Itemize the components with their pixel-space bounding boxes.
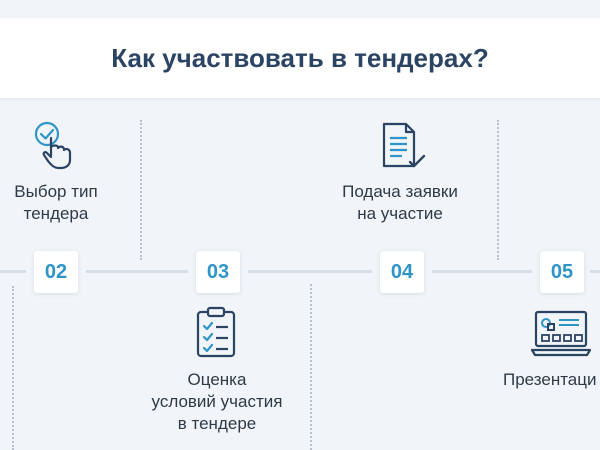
timeline-segment [432, 270, 532, 273]
timeline-segment [590, 270, 600, 273]
step-label-03: Оценка условий участия в тендере [136, 369, 298, 435]
step-label-04: Подача заявки на участие [328, 181, 472, 225]
timeline-segment [248, 270, 372, 273]
timeline-segment [0, 270, 26, 273]
step-label-02: Выбор тип тендера [2, 181, 110, 225]
step-badge-05: 05 [540, 251, 584, 293]
step-badge-02: 02 [34, 251, 78, 293]
step-label-line: Подача заявки [342, 182, 458, 201]
step-badge-03: 03 [196, 251, 240, 293]
timeline-segment [86, 270, 188, 273]
header-bar: Как участвовать в тендерах? [0, 18, 600, 98]
connector-line [12, 286, 14, 450]
connector-line [497, 120, 499, 260]
cursor-click-icon [34, 121, 72, 170]
step-label-line: тендера [23, 204, 89, 223]
page-title: Как участвовать в тендерах? [111, 43, 489, 73]
step-badge-04: 04 [380, 251, 424, 293]
checklist-clipboard-icon [196, 306, 236, 358]
document-check-icon [382, 122, 426, 168]
step-label-line: Презентаци [503, 370, 597, 389]
step-label-line: в тендере [177, 414, 257, 433]
presentation-laptop-icon [530, 310, 592, 357]
step-label-line: Оценка [187, 370, 247, 389]
step-label-line: Выбор тип [14, 182, 98, 201]
step-label-05: Презентаци [503, 369, 600, 391]
step-label-line: условий участия [151, 392, 283, 411]
connector-line [310, 284, 312, 450]
step-label-line: на участие [357, 204, 443, 223]
connector-line [140, 120, 142, 260]
